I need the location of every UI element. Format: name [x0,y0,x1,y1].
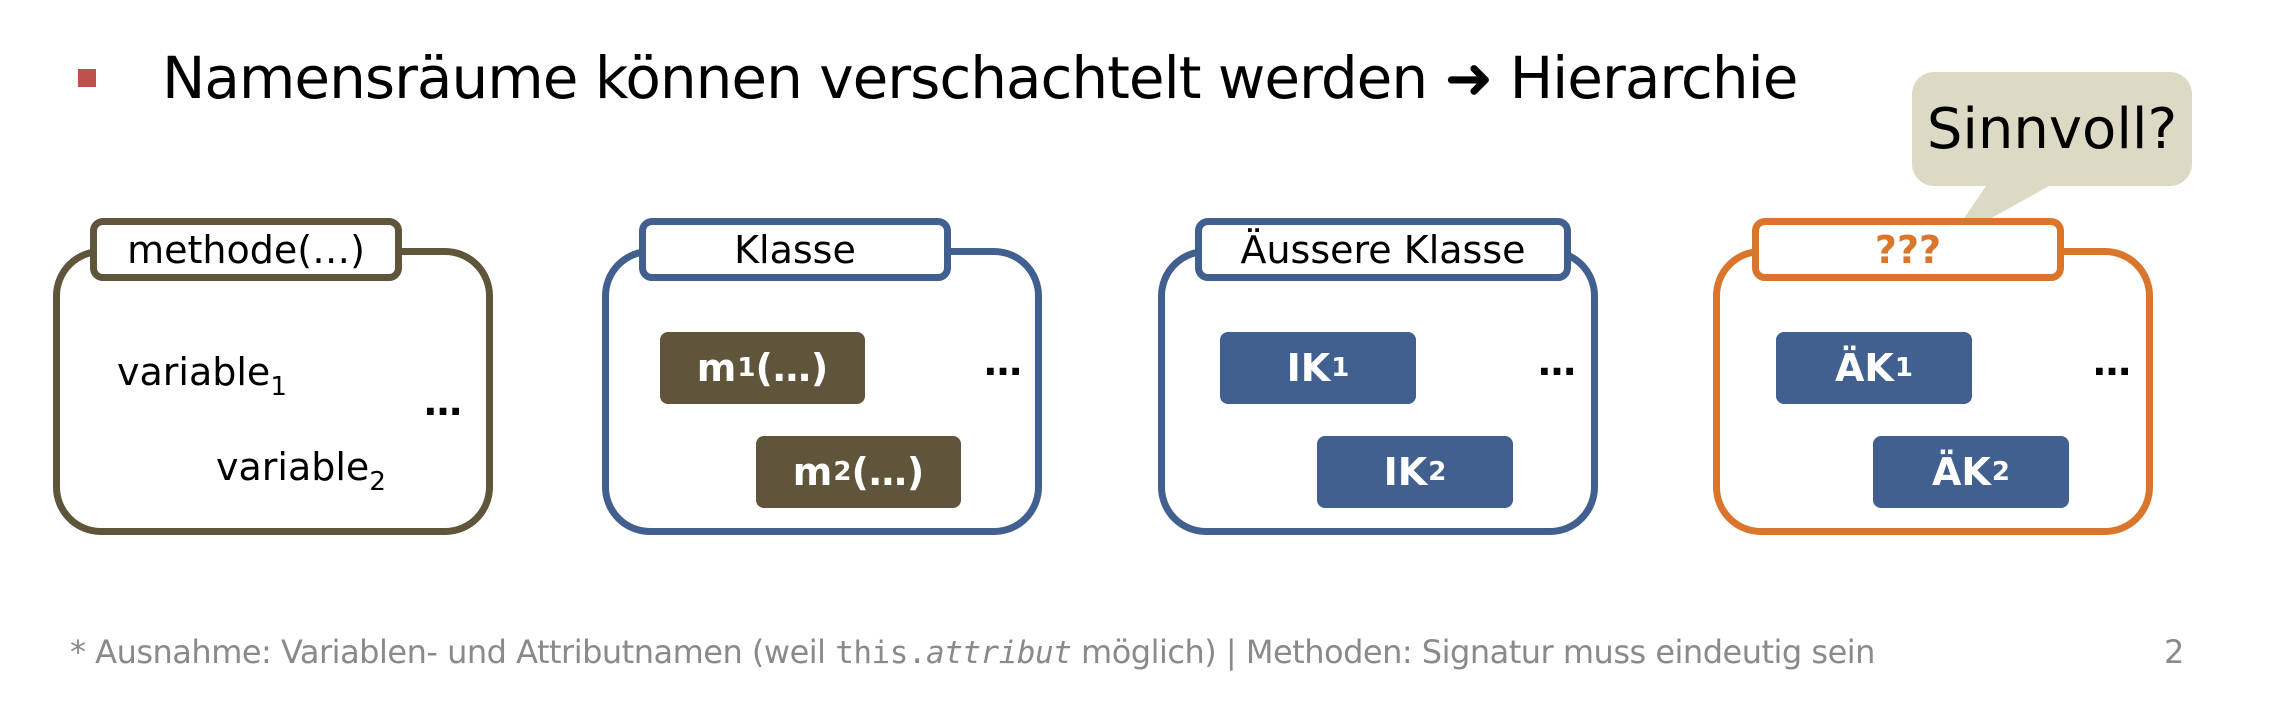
ellipsis: … [424,380,462,424]
namespace-tab-method: methode(…) [90,218,402,281]
page-number: 2 [2164,633,2185,671]
ellipsis: … [984,340,1022,384]
ellipsis: … [2093,340,2131,384]
tab-label: Klasse [734,227,856,272]
variable-1-label: variable1 [117,350,287,402]
callout-bubble: Sinnvoll? [1912,72,2192,186]
code-attribut: attribut [926,635,1072,671]
namespace-tab-class: Klasse [639,218,951,281]
namespace-tab-unknown: ??? [1752,218,2064,281]
bullet-marker [78,69,96,87]
namespace-box-method [53,248,493,535]
callout-text: Sinnvoll? [1926,96,2178,162]
variable-2-label: variable2 [216,445,386,497]
ellipsis: … [1538,340,1576,384]
namespace-tab-outer-class: Äussere Klasse [1195,218,1571,281]
headline: Namensräume können verschachtelt werden … [162,44,1798,112]
tab-label: ??? [1874,227,1942,272]
code-this: this. [835,635,927,671]
tab-label: Äussere Klasse [1240,227,1526,272]
footnote: * Ausnahme: Variablen- und Attributnamen… [70,633,1875,671]
tab-label: methode(…) [127,227,365,272]
